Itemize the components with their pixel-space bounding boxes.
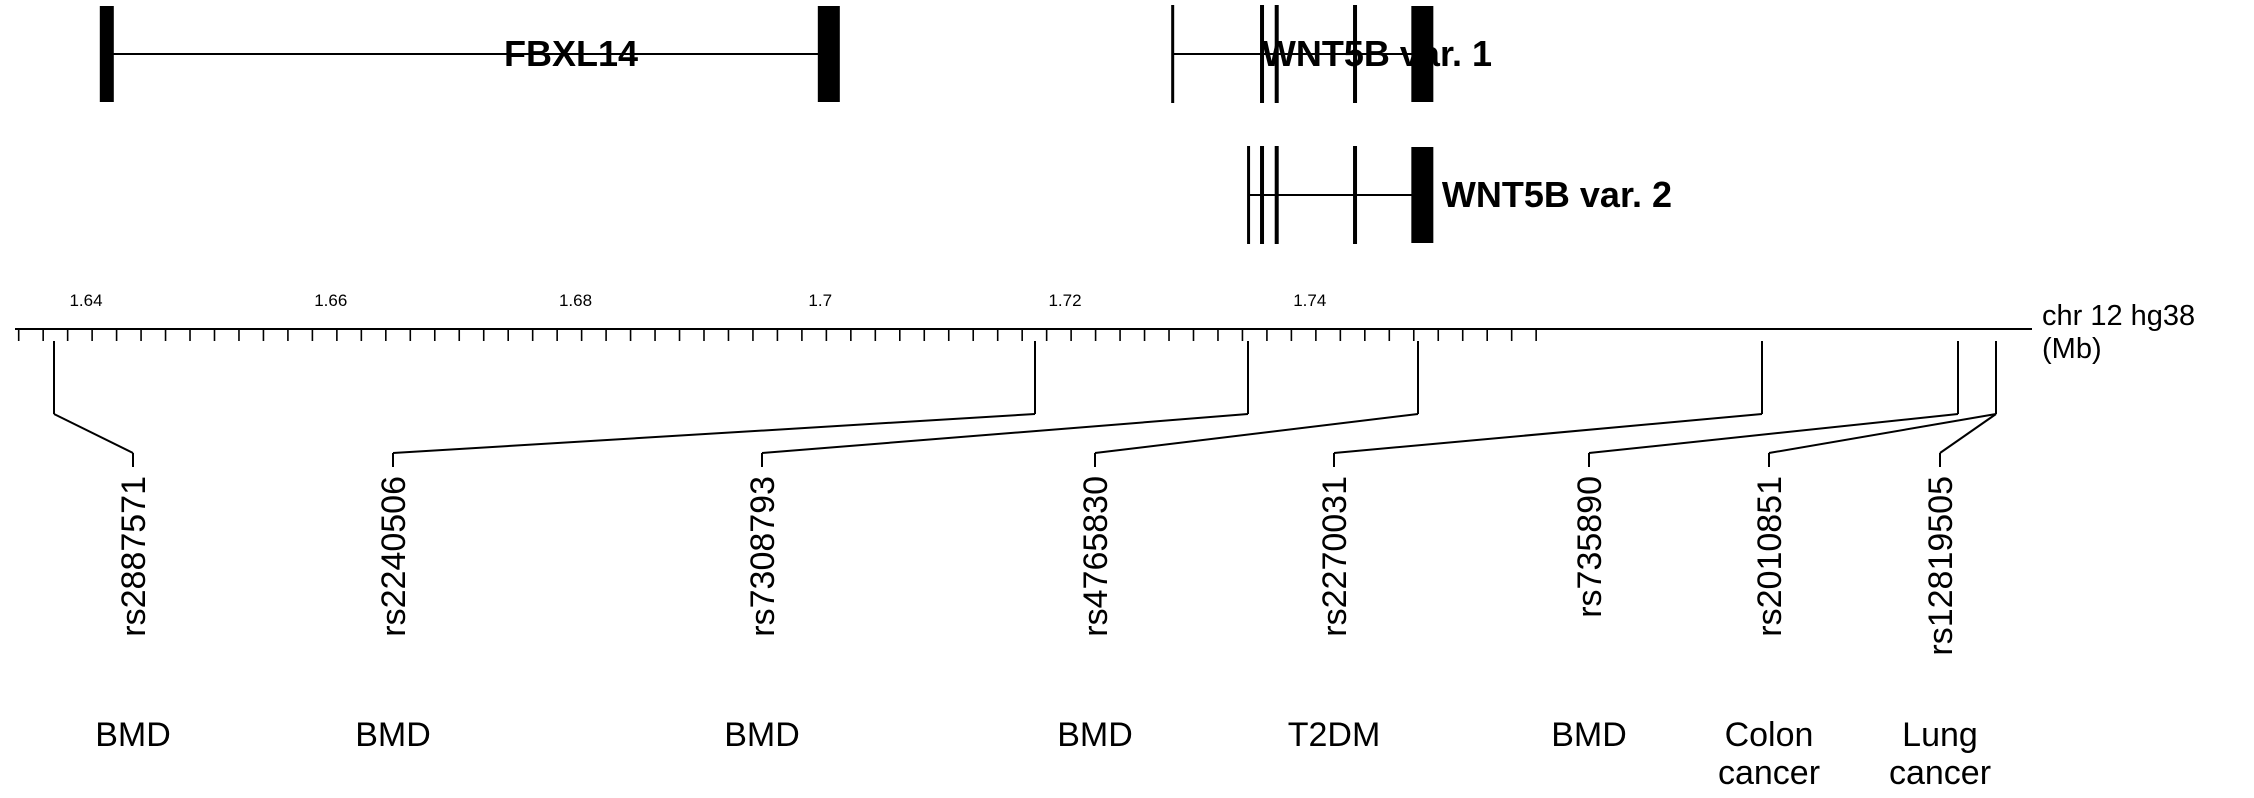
exon-block	[1274, 5, 1279, 103]
snp-annotations: rs2887571BMDrs2240506BMDrs7308793BMDrs47…	[53, 341, 1997, 792]
snp-trait-label: BMD	[1551, 716, 1627, 754]
gene-models: FBXL14 WNT5B var. 1 WNT5B var. 2	[99, 5, 1672, 244]
exon-block	[1353, 5, 1358, 103]
exon-block	[1411, 147, 1434, 243]
tick-label: 1.68	[559, 291, 592, 310]
exon-block	[1171, 5, 1175, 103]
snp-id-label: rs7308793	[744, 476, 782, 637]
snp-id-label: rs2240506	[375, 476, 413, 637]
gene-label: WNT5B var. 2	[1442, 174, 1672, 215]
genomic-axis: 1.64 1.66 1.68 1.7 1.72 1.74 chr 12 hg38 (Mb)	[15, 291, 2195, 365]
gene-label: FBXL14	[504, 33, 638, 74]
tick-label: 1.7	[808, 291, 832, 310]
snp-id-label: rs12819505	[1922, 476, 1960, 656]
tick-label: 1.66	[314, 291, 347, 310]
snp-connector	[761, 413, 1249, 454]
exon-block	[1353, 146, 1358, 244]
exon-block	[1274, 146, 1279, 244]
snp-connector	[392, 413, 1036, 454]
snp-trait-label: cancer	[1718, 754, 1820, 792]
exon-block	[1247, 146, 1251, 244]
snp-trait-label: Lung	[1902, 716, 1978, 754]
exon-block	[99, 6, 114, 102]
tick-label: 1.64	[69, 291, 102, 310]
tick-label: 1.72	[1048, 291, 1081, 310]
exon-block	[1260, 146, 1265, 244]
snp-id-label: rs4765830	[1077, 476, 1115, 637]
snp-id-label: rs735890	[1571, 476, 1609, 618]
snp-trait-label: BMD	[1057, 716, 1133, 754]
snp-trait-label: cancer	[1889, 754, 1991, 792]
exon-block	[1260, 5, 1265, 103]
snp-id-label: rs2010851	[1751, 476, 1789, 637]
snp-id-label: rs2887571	[115, 476, 153, 637]
snp-connector	[1768, 413, 1997, 454]
axis-ticks: 1.64 1.66 1.68 1.7 1.72 1.74	[17, 291, 1537, 341]
snp-connector	[1094, 413, 1419, 454]
snp-trait-label: BMD	[724, 716, 800, 754]
gene-label: WNT5B var. 1	[1262, 33, 1492, 74]
snp-trait-label: BMD	[95, 716, 171, 754]
snp-connector	[1588, 413, 1959, 454]
snp-id-label: rs2270031	[1316, 476, 1354, 637]
snp-connector	[53, 413, 134, 454]
exon-block	[817, 6, 840, 102]
exon-block	[1411, 6, 1434, 102]
snp-connector	[1333, 413, 1763, 454]
gene-1: FBXL14	[99, 6, 840, 102]
snp-trait-label: BMD	[355, 716, 431, 754]
snp-trait-label: T2DM	[1288, 716, 1381, 754]
axis-label-chromosome: chr 12 hg38	[2042, 300, 2195, 332]
snp-connector	[1939, 413, 1997, 454]
tick-label: 1.74	[1293, 291, 1326, 310]
snp-trait-label: Colon	[1725, 716, 1814, 754]
gene-2: WNT5B var. 1	[1171, 5, 1492, 103]
gene-3: WNT5B var. 2	[1247, 146, 1672, 244]
axis-label-unit: (Mb)	[2042, 333, 2102, 365]
